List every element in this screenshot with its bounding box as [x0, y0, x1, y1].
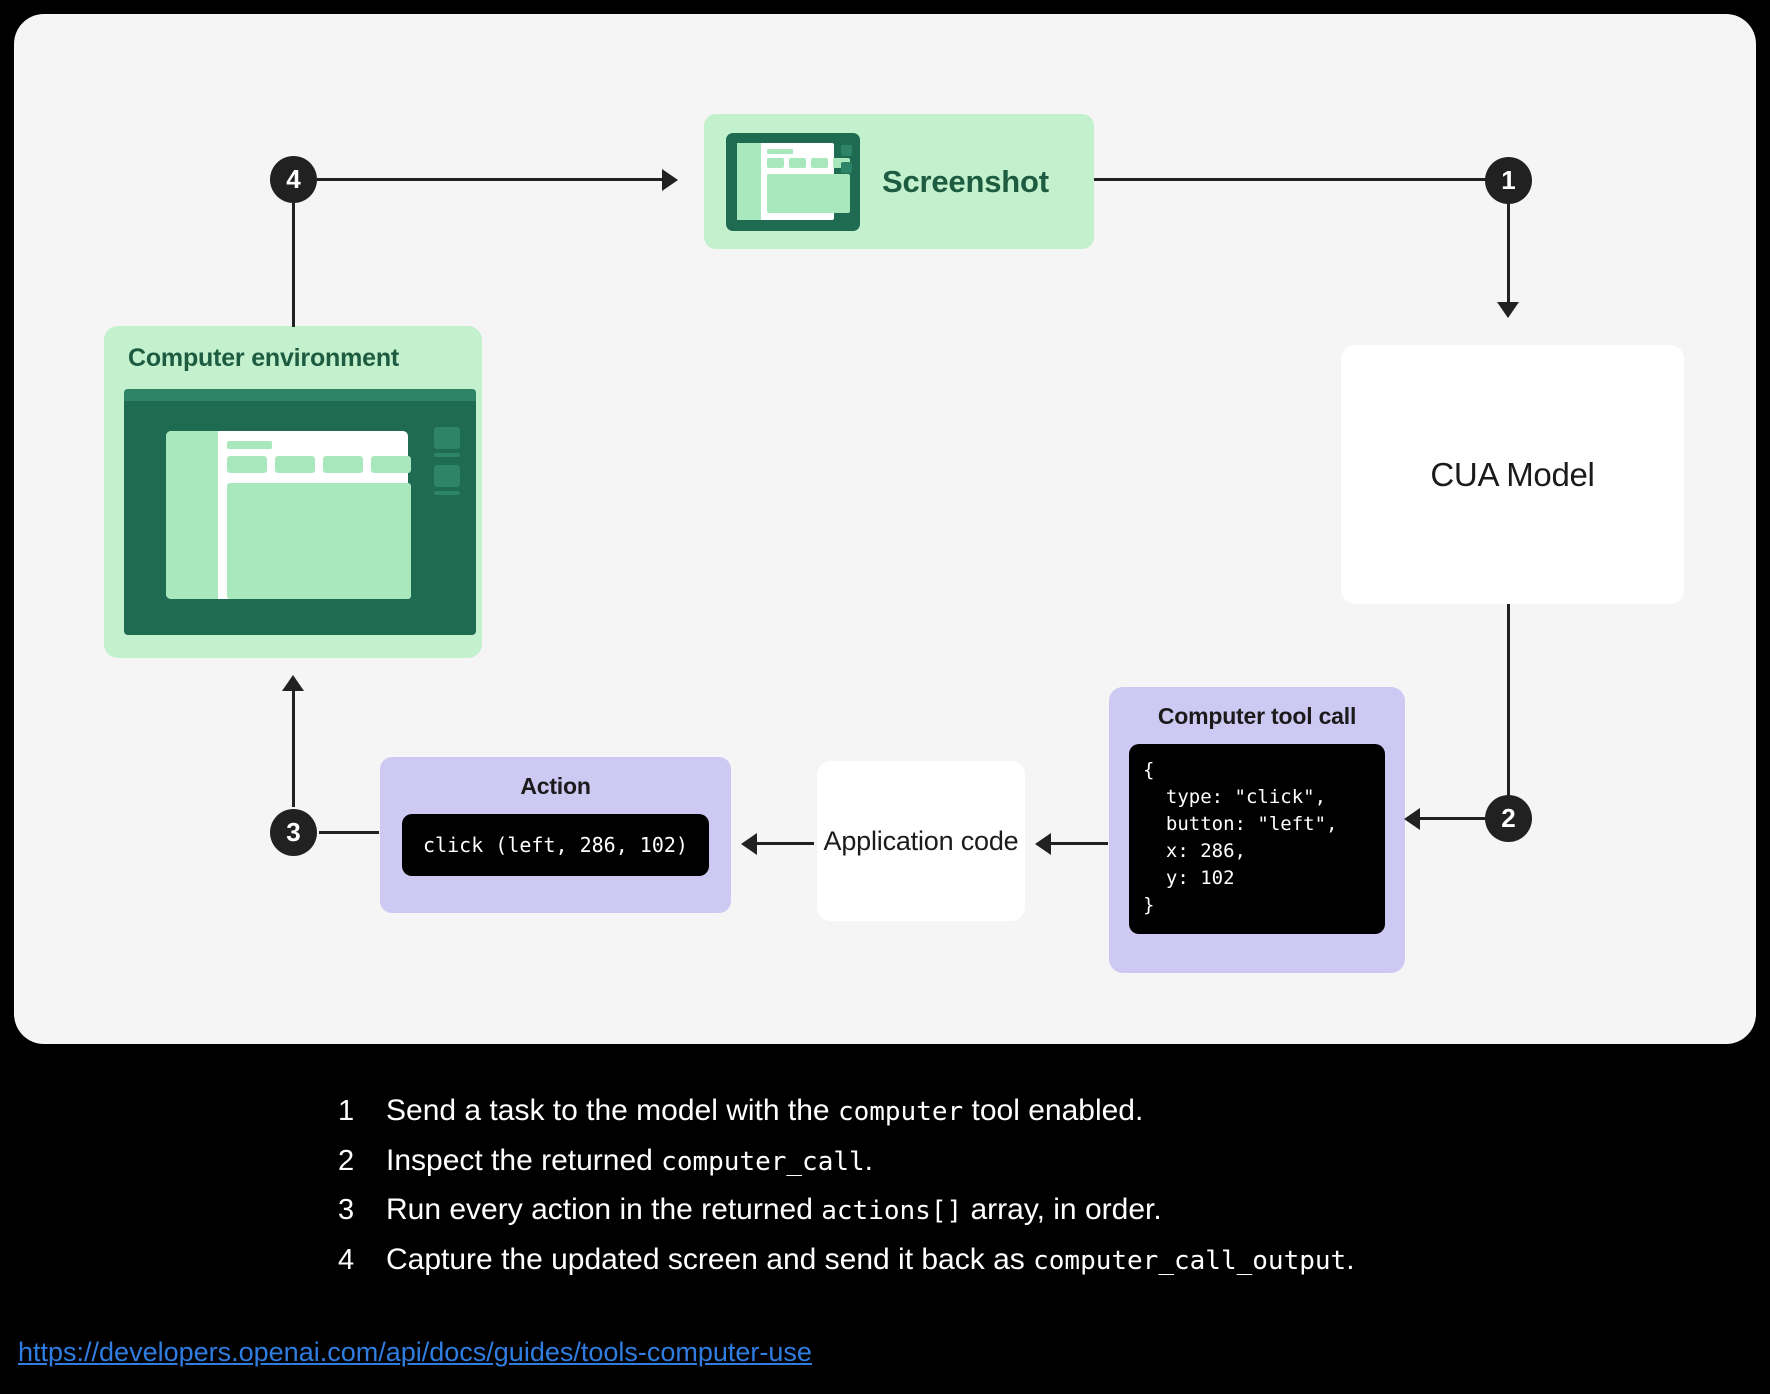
- node-cua-model[interactable]: CUA Model: [1341, 345, 1684, 604]
- connector-badge1-to-cua: [1507, 204, 1510, 304]
- arrowhead-left-to-toolcall: [1404, 808, 1420, 830]
- connector-badge3-to-env: [292, 689, 295, 807]
- steps-list: 1 Send a task to the model with the compu…: [338, 1090, 1538, 1288]
- step-number: 2: [338, 1144, 355, 1177]
- connector-toolcall-to-appcode: [1050, 842, 1108, 845]
- connector-action-to-badge3: [319, 831, 379, 834]
- connector-env-to-screenshot: [317, 178, 662, 181]
- computer-tool-call-title: Computer tool call: [1157, 703, 1357, 729]
- node-computer-environment[interactable]: Computer environment: [104, 326, 482, 658]
- node-action[interactable]: Action click (left, 286, 102): [380, 757, 731, 913]
- action-code: click (left, 286, 102): [402, 814, 709, 876]
- connector-screenshot-to-badge1: [1094, 178, 1488, 181]
- arrowhead-left-to-appcode: [1035, 833, 1051, 855]
- step-text: Send a task to the model with the comput…: [386, 1094, 1144, 1127]
- monitor-icon: [124, 389, 476, 635]
- computer-environment-title: Computer environment: [128, 344, 400, 372]
- arrowhead-up-to-env: [282, 675, 304, 691]
- connector-cua-to-badge2: [1507, 604, 1510, 799]
- inline-code: computer_call_output: [1033, 1245, 1347, 1276]
- monitor-icon: [726, 132, 860, 231]
- connector-badge4-down: [292, 203, 295, 327]
- screenshot-label: Screenshot: [882, 163, 1049, 199]
- step-item: 1 Send a task to the model with the compu…: [338, 1090, 1538, 1133]
- connector-badge2-to-toolcall: [1419, 817, 1485, 820]
- step-item: 2 Inspect the returned computer_call.: [338, 1140, 1538, 1183]
- inline-code: actions[]: [821, 1196, 963, 1227]
- inline-code: computer_call: [661, 1146, 865, 1177]
- arrowhead-right-to-screenshot: [662, 169, 678, 191]
- node-computer-tool-call[interactable]: Computer tool call { type: "click", butt…: [1109, 687, 1405, 973]
- step-item: 3 Run every action in the returned action…: [338, 1189, 1538, 1232]
- step-badge-3[interactable]: 3: [270, 809, 317, 856]
- step-text: Capture the updated screen and send it b…: [386, 1242, 1355, 1276]
- step-number: 3: [338, 1194, 355, 1227]
- step-text: Inspect the returned computer_call.: [386, 1143, 874, 1177]
- computer-tool-call-code: { type: "click", button: "left", x: 286,…: [1129, 744, 1385, 934]
- step-number: 1: [338, 1095, 355, 1127]
- node-screenshot[interactable]: Screenshot: [704, 114, 1094, 249]
- step-badge-4[interactable]: 4: [270, 156, 317, 203]
- arrowhead-down-to-cua: [1497, 302, 1519, 318]
- arrowhead-left-to-action: [741, 833, 757, 855]
- step-badge-2[interactable]: 2: [1485, 795, 1532, 842]
- step-badge-1[interactable]: 1: [1485, 157, 1532, 204]
- step-item: 4 Capture the updated screen and send it …: [338, 1239, 1538, 1282]
- step-text: Run every action in the returned actions…: [386, 1193, 1162, 1227]
- action-title: Action: [520, 773, 591, 799]
- inline-code: computer: [837, 1097, 964, 1127]
- connector-appcode-to-action: [756, 842, 814, 845]
- node-application-code[interactable]: Application code: [817, 761, 1025, 921]
- step-number: 4: [338, 1243, 355, 1276]
- diagram-canvas: Screenshot Computer environment CUA Mode…: [14, 14, 1756, 1044]
- source-url-link[interactable]: https://developers.openai.com/api/docs/g…: [18, 1337, 812, 1367]
